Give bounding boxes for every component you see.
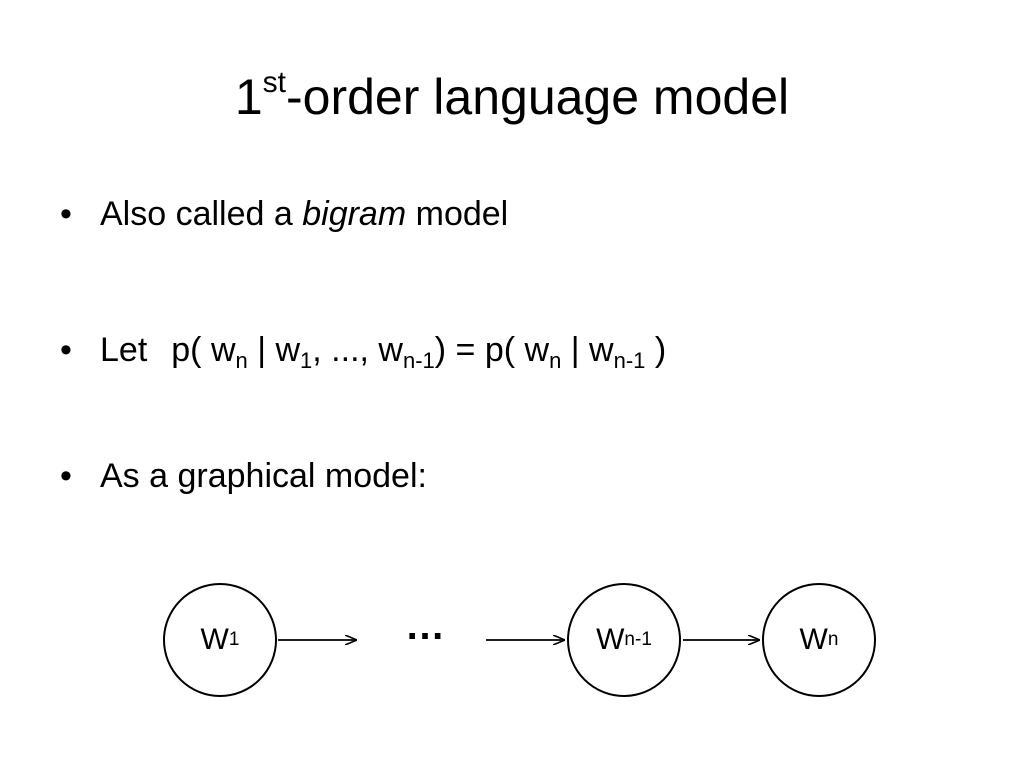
- title-superscript: st: [262, 66, 287, 99]
- bullet-bigram: • Also called a bigram model: [60, 194, 508, 234]
- formula-subscript: n-1: [402, 348, 435, 373]
- bullet-dot: •: [60, 457, 72, 495]
- bullet-text-post: model: [406, 195, 509, 233]
- formula-subscript: n-1: [613, 348, 646, 373]
- bullet-graphical-model: • As a graphical model:: [60, 456, 427, 496]
- formula-let: Let: [100, 331, 148, 369]
- diagram-ellipsis: …: [405, 604, 445, 648]
- formula-part: ): [645, 331, 667, 369]
- bullet-text: As a graphical model:: [100, 457, 427, 495]
- node-label: W: [200, 623, 229, 656]
- bullet-dot: •: [60, 331, 72, 369]
- bullet-text-emphasis: bigram: [302, 195, 407, 233]
- title-text: -order language model: [286, 69, 790, 125]
- formula-part: ) = p( w: [434, 331, 550, 369]
- formula-subscript: n: [235, 348, 248, 373]
- formula-subscript: n: [549, 348, 562, 373]
- node-label: W: [799, 623, 828, 656]
- bullet-dot: •: [60, 195, 72, 233]
- formula-subscript: 1: [300, 348, 313, 373]
- bullet-text-pre: Also called a: [100, 195, 303, 233]
- title-number: 1: [234, 69, 263, 125]
- formula-part: | w: [247, 331, 301, 369]
- formula-part: | w: [561, 331, 614, 369]
- formula-part: p( w: [171, 331, 236, 369]
- formula-part: , ..., w: [312, 331, 403, 369]
- slide-title: 1st-order language model: [0, 62, 1024, 132]
- node-label: W: [596, 623, 625, 656]
